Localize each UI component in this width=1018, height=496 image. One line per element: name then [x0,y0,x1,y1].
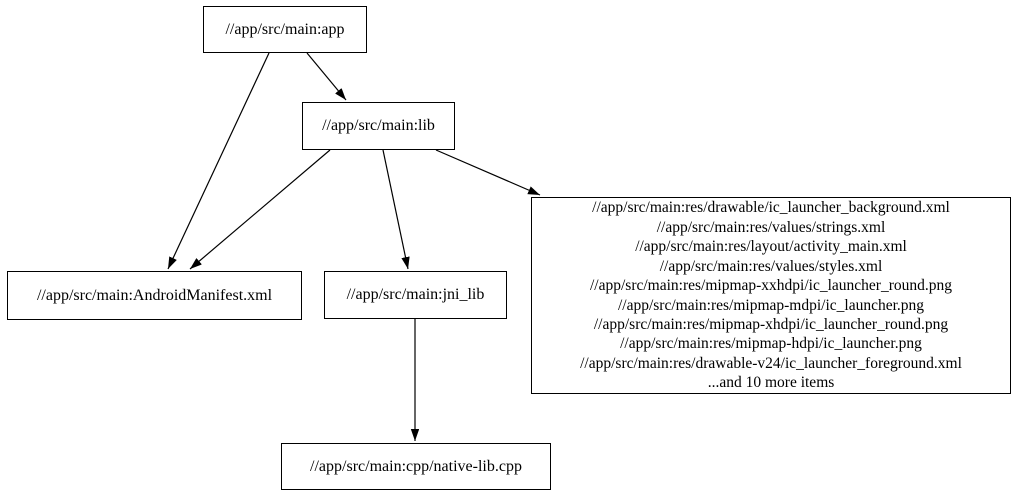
node-android-manifest-label: //app/src/main:AndroidManifest.xml [36,286,273,304]
edge-lib-to-manifest [189,149,331,270]
edge-lib-to-jni-lib [382,149,410,270]
resource-item: //app/src/main:res/layout/activity_main.… [635,238,907,256]
node-app-label: //app/src/main:app [225,20,345,38]
edge-app-to-manifest [167,52,270,270]
node-app: //app/src/main:app [203,6,367,53]
resource-item: //app/src/main:res/drawable-v24/ic_launc… [580,354,962,372]
resource-item: //app/src/main:res/mipmap-xxhdpi/ic_laun… [589,277,952,295]
resource-item: //app/src/main:res/values/styles.xml [659,257,883,275]
edge-lib-to-resources [435,149,541,196]
resource-more-items: ...and 10 more items [707,374,835,392]
node-jni-lib: //app/src/main:jni_lib [324,271,507,319]
node-lib-label: //app/src/main:lib [322,117,435,134]
resource-item: //app/src/main:res/values/strings.xml [656,218,886,236]
resource-item: //app/src/main:res/mipmap-mdpi/ic_launch… [617,296,925,314]
resource-item: //app/src/main:res/mipmap-hdpi/ic_launch… [620,335,922,353]
edge-app-to-lib [306,52,347,101]
node-jni-lib-label: //app/src/main:jni_lib [346,286,485,303]
node-android-manifest: //app/src/main:AndroidManifest.xml [7,271,302,320]
resource-item: //app/src/main:res/drawable/ic_launcher_… [592,199,950,217]
node-lib: //app/src/main:lib [302,102,455,150]
node-cpp-native-lib: //app/src/main:cpp/native-lib.cpp [281,443,551,490]
node-cpp-native-lib-label: //app/src/main:cpp/native-lib.cpp [310,457,522,475]
node-resources-group: //app/src/main:res/drawable/ic_launcher_… [531,197,1011,394]
resource-item: //app/src/main:res/mipmap-xhdpi/ic_launc… [593,315,949,333]
